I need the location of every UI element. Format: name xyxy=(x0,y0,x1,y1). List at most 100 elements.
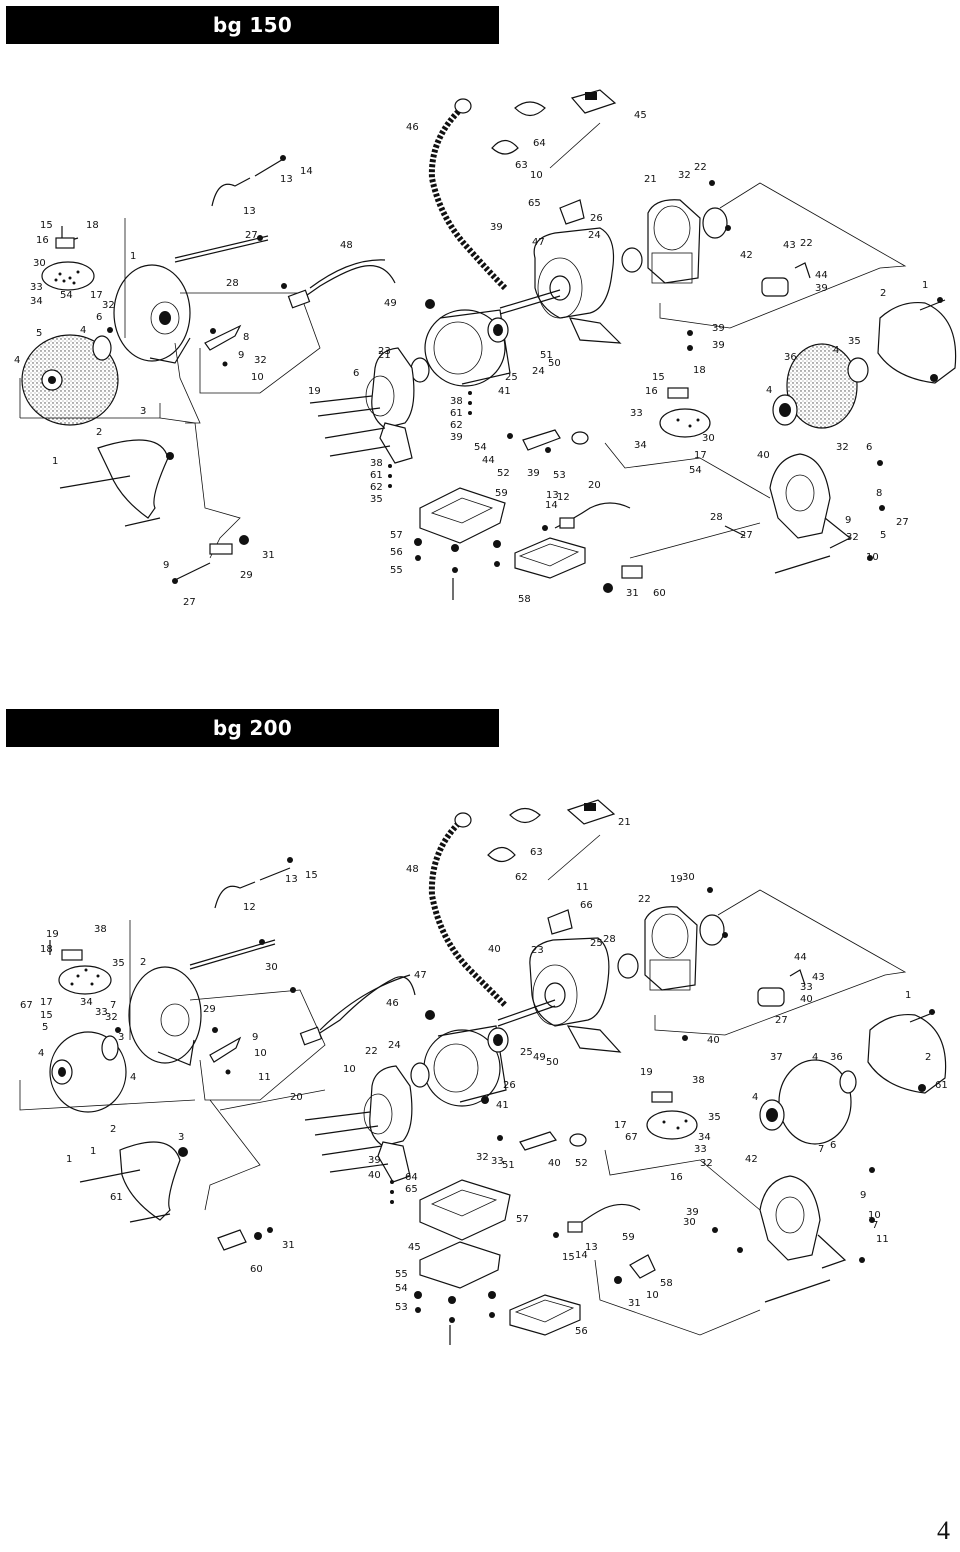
part-callout: 40 xyxy=(368,1170,381,1181)
part-callout: 38 xyxy=(94,924,107,935)
part-callout: 40 xyxy=(548,1158,561,1169)
part-callout: 7 xyxy=(818,1144,824,1155)
part-callout: 50 xyxy=(548,358,561,369)
part-callout: 13 xyxy=(285,874,298,885)
part-callout: 10 xyxy=(530,170,543,181)
part-callout: 33 xyxy=(30,282,43,293)
part-callout: 33 xyxy=(630,408,643,419)
part-callout: 2 xyxy=(110,1124,116,1135)
part-callout: 19 xyxy=(670,874,683,885)
wheel-guard-right xyxy=(867,1013,947,1094)
part-callout: 33 xyxy=(800,982,813,993)
part-callout: 11 xyxy=(876,1234,889,1245)
part-callout: 21 xyxy=(644,174,657,185)
part-callout: 4 xyxy=(833,345,839,356)
part-callout: 3 xyxy=(140,406,146,417)
part-callout: 64 xyxy=(405,1172,418,1183)
part-callout: 16 xyxy=(645,386,658,397)
part-callout: 35 xyxy=(708,1112,721,1123)
part-callout: 16 xyxy=(670,1172,683,1183)
end-bell-right xyxy=(644,906,698,991)
part-callout: 58 xyxy=(518,594,531,605)
base-plate xyxy=(419,487,506,544)
part-callout: 9 xyxy=(163,560,169,571)
part-callout: 17 xyxy=(40,997,53,1008)
part-callout: 34 xyxy=(698,1132,711,1143)
grinding-wheel-right xyxy=(786,343,858,429)
part-callout: 47 xyxy=(414,970,427,981)
part-callout: 63 xyxy=(530,847,543,858)
part-callout: 29 xyxy=(240,570,253,581)
part-callout: 38 xyxy=(450,396,463,407)
part-callout: 24 xyxy=(388,1040,401,1051)
part-callout: 40 xyxy=(800,994,813,1005)
part-callout: 6 xyxy=(830,1140,836,1151)
part-callout: 45 xyxy=(634,110,647,121)
part-callout: 61 xyxy=(110,1192,123,1203)
part-callout: 19 xyxy=(640,1067,653,1078)
part-callout: 49 xyxy=(533,1052,546,1063)
part-callout: 56 xyxy=(390,547,403,558)
drawer xyxy=(509,1294,581,1336)
part-callout: 32 xyxy=(846,532,859,543)
power-cord xyxy=(299,265,396,301)
part-callout: 25 xyxy=(505,372,518,383)
part-callout: 66 xyxy=(580,900,593,911)
part-callout: 54 xyxy=(689,465,702,476)
part-callout: 61 xyxy=(935,1080,948,1091)
part-callout: 26 xyxy=(503,1080,516,1091)
part-callout: 30 xyxy=(682,872,695,883)
part-callout: 41 xyxy=(496,1100,509,1111)
switch-right xyxy=(621,565,643,579)
part-callout: 54 xyxy=(474,442,487,453)
grinding-wheel-right xyxy=(778,1059,852,1145)
capacitor xyxy=(761,277,789,297)
flex-lamp-hose xyxy=(428,105,508,291)
part-callout: 2 xyxy=(880,288,886,299)
part-callout: 4 xyxy=(80,325,86,336)
part-callout: 32 xyxy=(700,1158,713,1169)
part-callout: 17 xyxy=(90,290,103,301)
wheel-guard-left xyxy=(128,966,202,1064)
part-callout: 33 xyxy=(491,1156,504,1167)
part-callout: 39 xyxy=(686,1207,699,1218)
part-callout: 17 xyxy=(694,450,707,461)
flex-lamp-hose xyxy=(428,817,508,1008)
part-callout: 9 xyxy=(860,1190,866,1201)
part-callout: 24 xyxy=(532,366,545,377)
part-callout: 22 xyxy=(694,162,707,173)
part-callout: 50 xyxy=(546,1057,559,1068)
part-callout: 32 xyxy=(102,300,115,311)
part-callout: 10 xyxy=(251,372,264,383)
part-callout: 1 xyxy=(66,1154,72,1165)
part-callout: 20 xyxy=(588,480,601,491)
part-callout: 4 xyxy=(752,1092,758,1103)
part-callout: 26 xyxy=(590,213,603,224)
part-callout: 67 xyxy=(20,1000,33,1011)
part-callout: 4 xyxy=(130,1072,136,1083)
drawer xyxy=(514,537,586,579)
part-callout: 57 xyxy=(390,530,403,541)
base-plate xyxy=(419,1241,501,1289)
part-callout: 28 xyxy=(226,278,239,289)
part-callout: 51 xyxy=(540,350,553,361)
part-callout: 27 xyxy=(183,597,196,608)
page-number: 4 xyxy=(937,1516,950,1545)
part-callout: 39 xyxy=(712,340,725,351)
part-callout: 58 xyxy=(660,1278,673,1289)
clamp xyxy=(519,1131,557,1151)
eye-shield-right xyxy=(646,1110,698,1140)
motor-housing xyxy=(533,227,615,319)
part-callout: 15 xyxy=(40,1010,53,1021)
part-callout: 10 xyxy=(866,552,879,563)
tool-rest-hook xyxy=(211,177,251,207)
part-callout: 32 xyxy=(105,1012,118,1023)
part-callout: 1 xyxy=(922,280,928,291)
part-callout: 47 xyxy=(532,237,545,248)
part-callout: 34 xyxy=(634,440,647,451)
part-callout: 12 xyxy=(557,492,570,503)
part-callout: 9 xyxy=(238,350,244,361)
part-callout: 27 xyxy=(245,230,258,241)
part-callout: 23 xyxy=(531,945,544,956)
